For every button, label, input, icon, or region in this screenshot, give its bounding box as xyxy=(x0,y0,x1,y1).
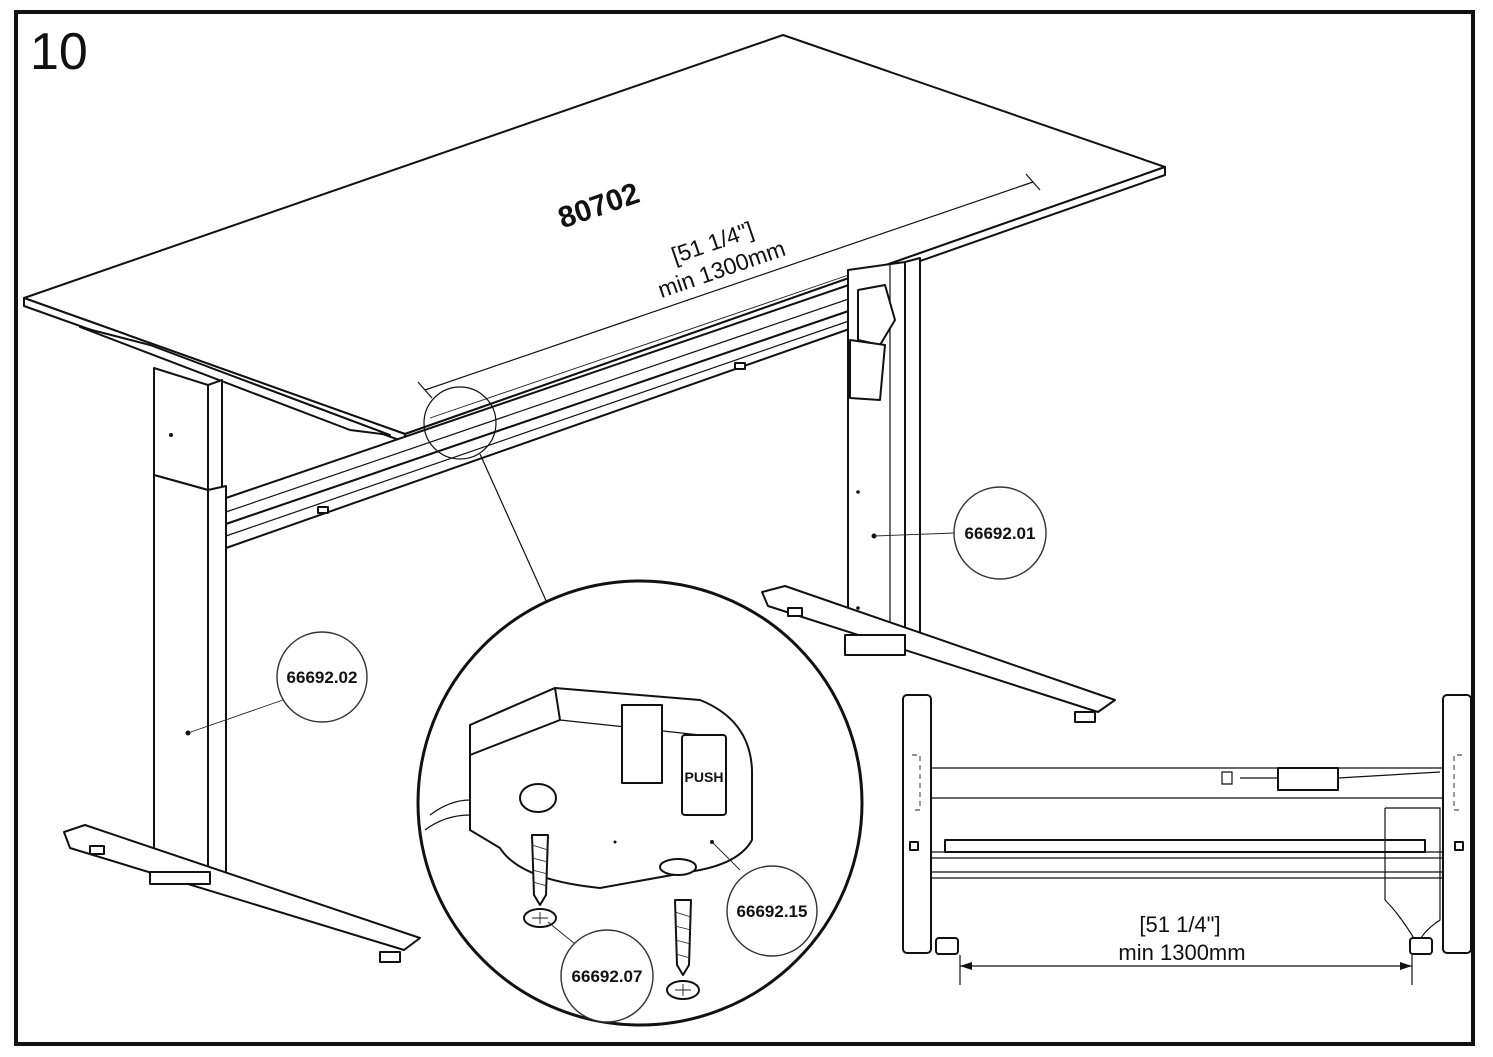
callout-control-box-label: 66692.15 xyxy=(737,902,808,921)
callout-right-leg: 66692.01 xyxy=(873,486,1047,580)
crossbeam xyxy=(225,265,876,549)
callout-right-leg-label: 66692.01 xyxy=(965,524,1036,543)
detail-magnifier xyxy=(423,386,549,606)
right-leg xyxy=(761,257,1116,723)
callout-left-leg-label: 66692.02 xyxy=(287,668,358,687)
callout-left-leg: 66692.02 xyxy=(187,631,368,734)
callout-screw-label: 66692.07 xyxy=(572,967,643,986)
screw-right xyxy=(666,899,700,1000)
screw-left xyxy=(523,834,557,928)
step-number: 10 xyxy=(30,23,88,81)
inset-dimension-metric: min 1300mm xyxy=(1118,940,1245,965)
callout-screw: 66692.07 xyxy=(547,921,654,1023)
callout-control-box: 66692.15 xyxy=(726,865,818,957)
push-button-label: PUSH xyxy=(685,769,724,785)
left-leg xyxy=(63,367,421,963)
main-dimension-line xyxy=(417,173,1041,399)
inset-top-view xyxy=(902,694,1472,985)
inset-dimension-inches: [51 1/4"] xyxy=(1139,912,1220,937)
